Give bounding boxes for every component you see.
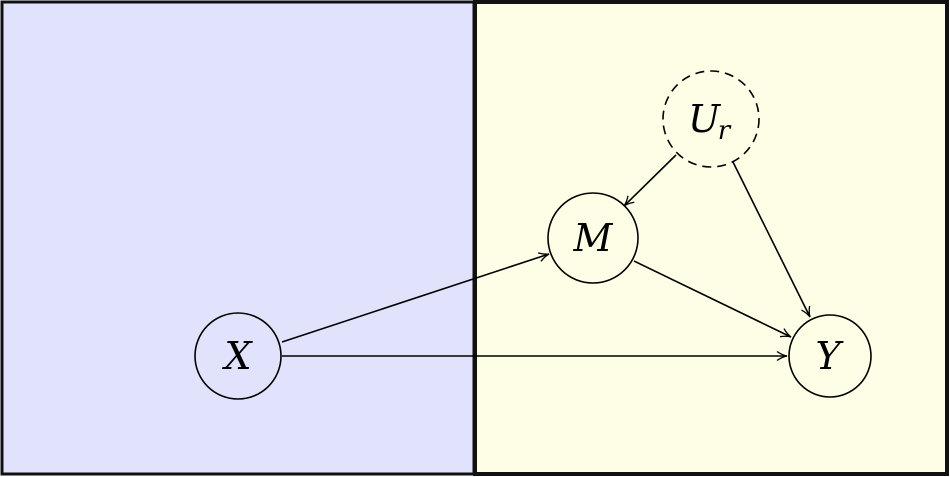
node-m-label: M — [573, 216, 614, 260]
node-ur-circle — [662, 70, 760, 168]
node-ur-subscript: r — [718, 116, 732, 146]
node-m-circle — [547, 192, 639, 284]
edge-m-to-y — [633, 260, 792, 338]
node-x: X — [194, 312, 282, 400]
edge-ur-to-y — [732, 161, 811, 318]
left-region — [0, 0, 476, 476]
node-ur-label: U — [688, 97, 722, 141]
node-x-label: X — [221, 334, 253, 378]
edge-x-to-m — [281, 252, 550, 343]
node-y-label: Y — [815, 334, 844, 378]
node-y-circle — [788, 314, 872, 398]
node-y: Y — [788, 314, 872, 398]
node-x-circle — [194, 312, 282, 400]
edge-ur-to-m — [623, 154, 677, 207]
node-m: M — [547, 192, 639, 284]
node-ur: U r — [662, 70, 760, 168]
